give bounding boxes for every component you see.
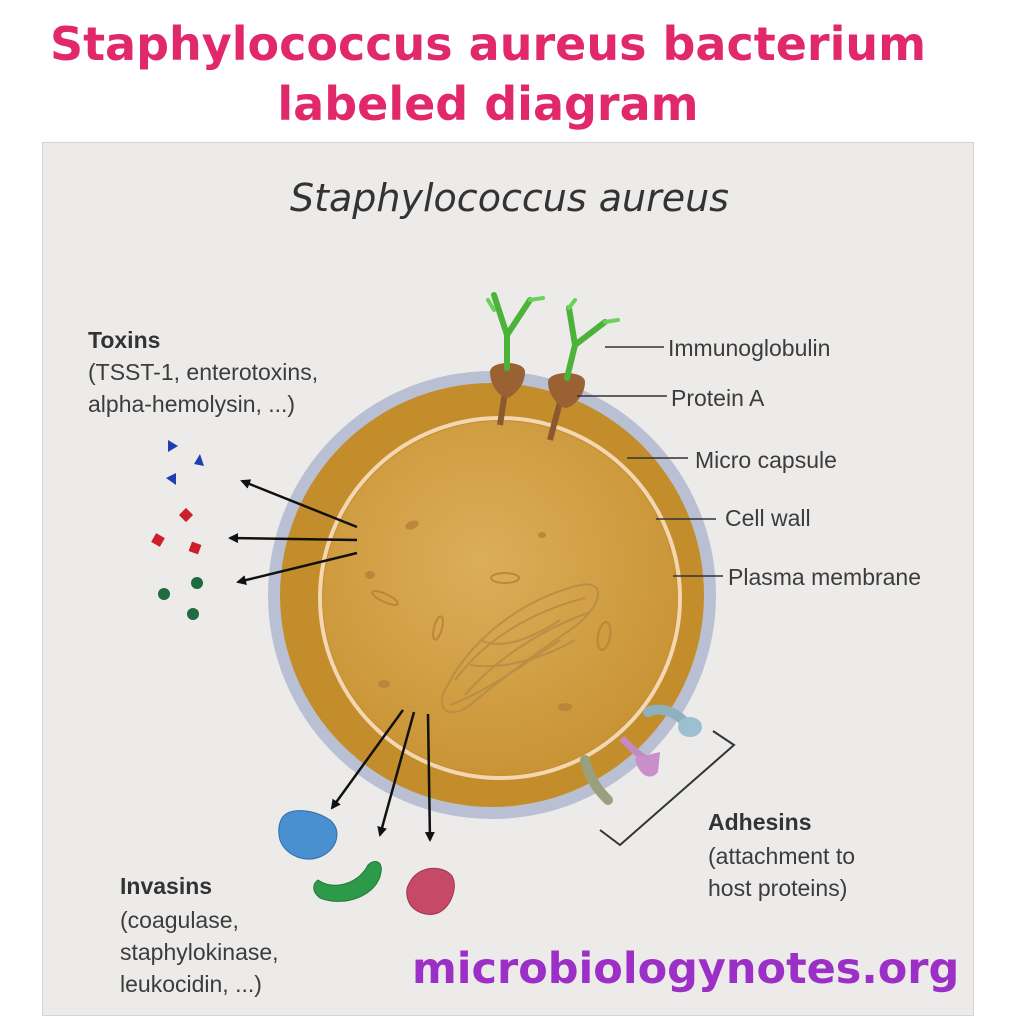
toxin-arrow-2 — [228, 533, 358, 544]
ribosomes — [365, 520, 612, 711]
toxin-arrow-3 — [236, 551, 358, 585]
invasin-green — [313, 861, 382, 902]
invasin-arrow-3 — [424, 713, 435, 842]
invasin-arrows — [330, 709, 435, 842]
adhesins-line2: host proteins) — [708, 875, 848, 901]
plasma-membrane-label: Plasma membrane — [728, 564, 922, 590]
toxin-diamonds — [151, 507, 202, 555]
cell-wall-label: Cell wall — [725, 505, 811, 531]
immunoglobulin-2 — [564, 298, 620, 381]
toxins-line1: (TSST-1, enterotoxins, — [88, 359, 319, 385]
site-watermark: microbiologynotes.org — [412, 944, 960, 994]
protein-a-2 — [547, 373, 585, 441]
micro-capsule-label: Micro capsule — [695, 447, 837, 473]
invasins-line2: staphylokinase, — [120, 939, 279, 965]
invasins-line3: leukocidin, ...) — [120, 971, 262, 997]
immunoglobulin-1 — [486, 292, 545, 371]
nucleoid — [440, 583, 600, 714]
toxin-triangles — [166, 440, 204, 485]
protein-a-label: Protein A — [671, 385, 765, 411]
immunoglobulin-label: Immunoglobulin — [668, 335, 831, 361]
invasins-title: Invasins — [120, 873, 213, 899]
adhesins-line1: (attachment to — [708, 843, 856, 869]
adhesin-1 — [643, 704, 702, 737]
diagram-heading: Staphylococcus aureus — [290, 176, 729, 220]
cytoplasm — [323, 421, 677, 775]
invasin-arrow-1 — [330, 709, 405, 810]
toxins-title: Toxins — [88, 327, 161, 353]
page-title-line2: labeled diagram — [277, 77, 699, 131]
invasin-red — [406, 867, 455, 915]
adhesin-2 — [619, 735, 660, 777]
protein-a-1 — [490, 363, 525, 426]
invasin-arrow-2 — [377, 711, 416, 837]
invasins-line1: (coagulase, — [120, 907, 239, 933]
leader-lines — [577, 346, 723, 577]
invasin-blue — [278, 810, 338, 860]
adhesin-3 — [580, 755, 613, 805]
toxin-arrows — [228, 479, 358, 585]
adhesins-bracket — [599, 730, 736, 847]
adhesins-title: Adhesins — [708, 809, 812, 835]
page-title-line1: Staphylococcus aureus bacterium — [49, 17, 927, 71]
toxin-arrow-1 — [240, 479, 358, 529]
toxin-dots — [158, 577, 203, 620]
toxins-line2: alpha-hemolysin, ...) — [88, 391, 296, 417]
